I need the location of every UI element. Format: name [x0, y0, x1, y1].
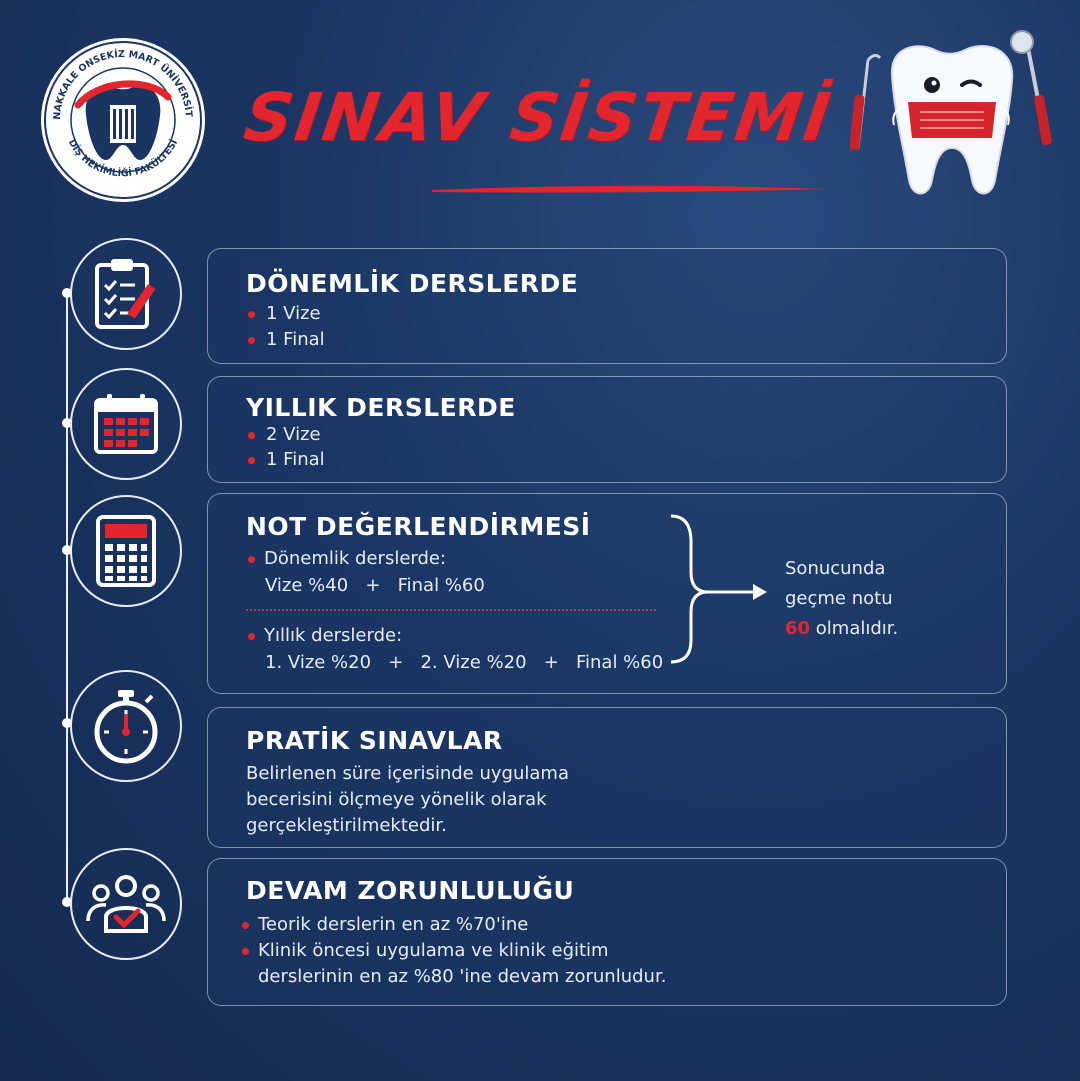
- card-title: DEVAM ZORUNLULUĞU: [246, 876, 575, 905]
- timeline-line: [66, 292, 68, 904]
- timeline-dot: [62, 545, 72, 555]
- result-line-3: 60 olmalıdır.: [785, 618, 899, 639]
- description-line: Belirlenen süre içerisinde uygulama: [246, 763, 569, 784]
- list-item: 1 Final: [266, 449, 325, 470]
- bullet-icon: [242, 922, 249, 929]
- bullet-icon: [248, 432, 255, 439]
- timeline-dot: [62, 897, 72, 907]
- stopwatch-icon: [94, 690, 158, 764]
- title-underline: [432, 185, 828, 193]
- divider: [246, 609, 656, 611]
- bullet-icon: [242, 948, 249, 955]
- result-line-2: geçme notu: [785, 588, 893, 609]
- semester-formula: Vize %40 + Final %60: [265, 575, 485, 596]
- timeline-dot: [62, 288, 72, 298]
- calculator-icon: [96, 515, 156, 587]
- brace-arrow-icon: [670, 514, 767, 664]
- card-yearly-courses: YILLIK DERSLERDE 2 Vize 1 Final: [207, 376, 1007, 483]
- group-check-icon: [86, 875, 166, 933]
- list-item: Teorik derslerin en az %70'ine: [258, 914, 529, 935]
- bullet-icon: [248, 457, 255, 464]
- yearly-formula: 1. Vize %20 + 2. Vize %20 + Final %60: [265, 652, 664, 673]
- bullet-icon: [248, 556, 255, 563]
- list-item: 1 Vize: [266, 303, 321, 324]
- icon-circle-4: [70, 670, 182, 782]
- bullet-icon: [248, 337, 255, 344]
- timeline-dot: [62, 718, 72, 728]
- bullet-icon: [248, 311, 255, 318]
- card-title: NOT DEĞERLENDİRMESİ: [246, 512, 591, 541]
- clipboard-icon: [95, 259, 156, 329]
- timeline-dot: [62, 418, 72, 428]
- description-line: gerçekleştirilmektedir.: [246, 815, 447, 836]
- card-title: DÖNEMLİK DERSLERDE: [246, 269, 579, 298]
- icon-circle-1: [70, 238, 182, 350]
- logo-year: 2015: [115, 153, 130, 160]
- tooth-mascot-icon: [850, 30, 1052, 195]
- result-line-1: Sonucunda: [785, 558, 886, 579]
- card-grade-evaluation: NOT DEĞERLENDİRMESİ Dönemlik derslerde: …: [207, 493, 1007, 694]
- list-item: 2 Vize: [266, 424, 321, 445]
- card-title: YILLIK DERSLERDE: [246, 393, 516, 422]
- faculty-logo: ÇANAKKALE ONSEKİZ MART ÜNİVERSİTESİ DİŞ …: [38, 35, 205, 202]
- card-semester-courses: DÖNEMLİK DERSLERDE 1 Vize 1 Final: [207, 248, 1007, 364]
- icon-circle-5: [70, 848, 182, 960]
- calendar-icon: [94, 394, 158, 454]
- card-title: PRATİK SINAVLAR: [246, 726, 503, 755]
- icon-circle-2: [70, 368, 182, 480]
- card-attendance: DEVAM ZORUNLULUĞU Teorik derslerin en az…: [207, 858, 1007, 1006]
- description-line: becerisini ölçmeye yönelik olarak: [246, 789, 547, 810]
- bullet-icon: [248, 633, 255, 640]
- list-item-continuation: derslerinin en az %80 'ine devam zorunlu…: [258, 966, 667, 987]
- icon-circle-3: [70, 495, 182, 607]
- list-item: Klinik öncesi uygulama ve klinik eğitim: [258, 940, 609, 961]
- list-item: 1 Final: [266, 329, 325, 350]
- yearly-label: Yıllık derslerde:: [264, 625, 403, 646]
- pass-score: 60: [785, 618, 811, 639]
- card-practical-exams: PRATİK SINAVLAR Belirlenen süre içerisin…: [207, 707, 1007, 848]
- page-title: SINAV SİSTEMİ: [239, 79, 838, 156]
- semester-label: Dönemlik derslerde:: [264, 548, 447, 569]
